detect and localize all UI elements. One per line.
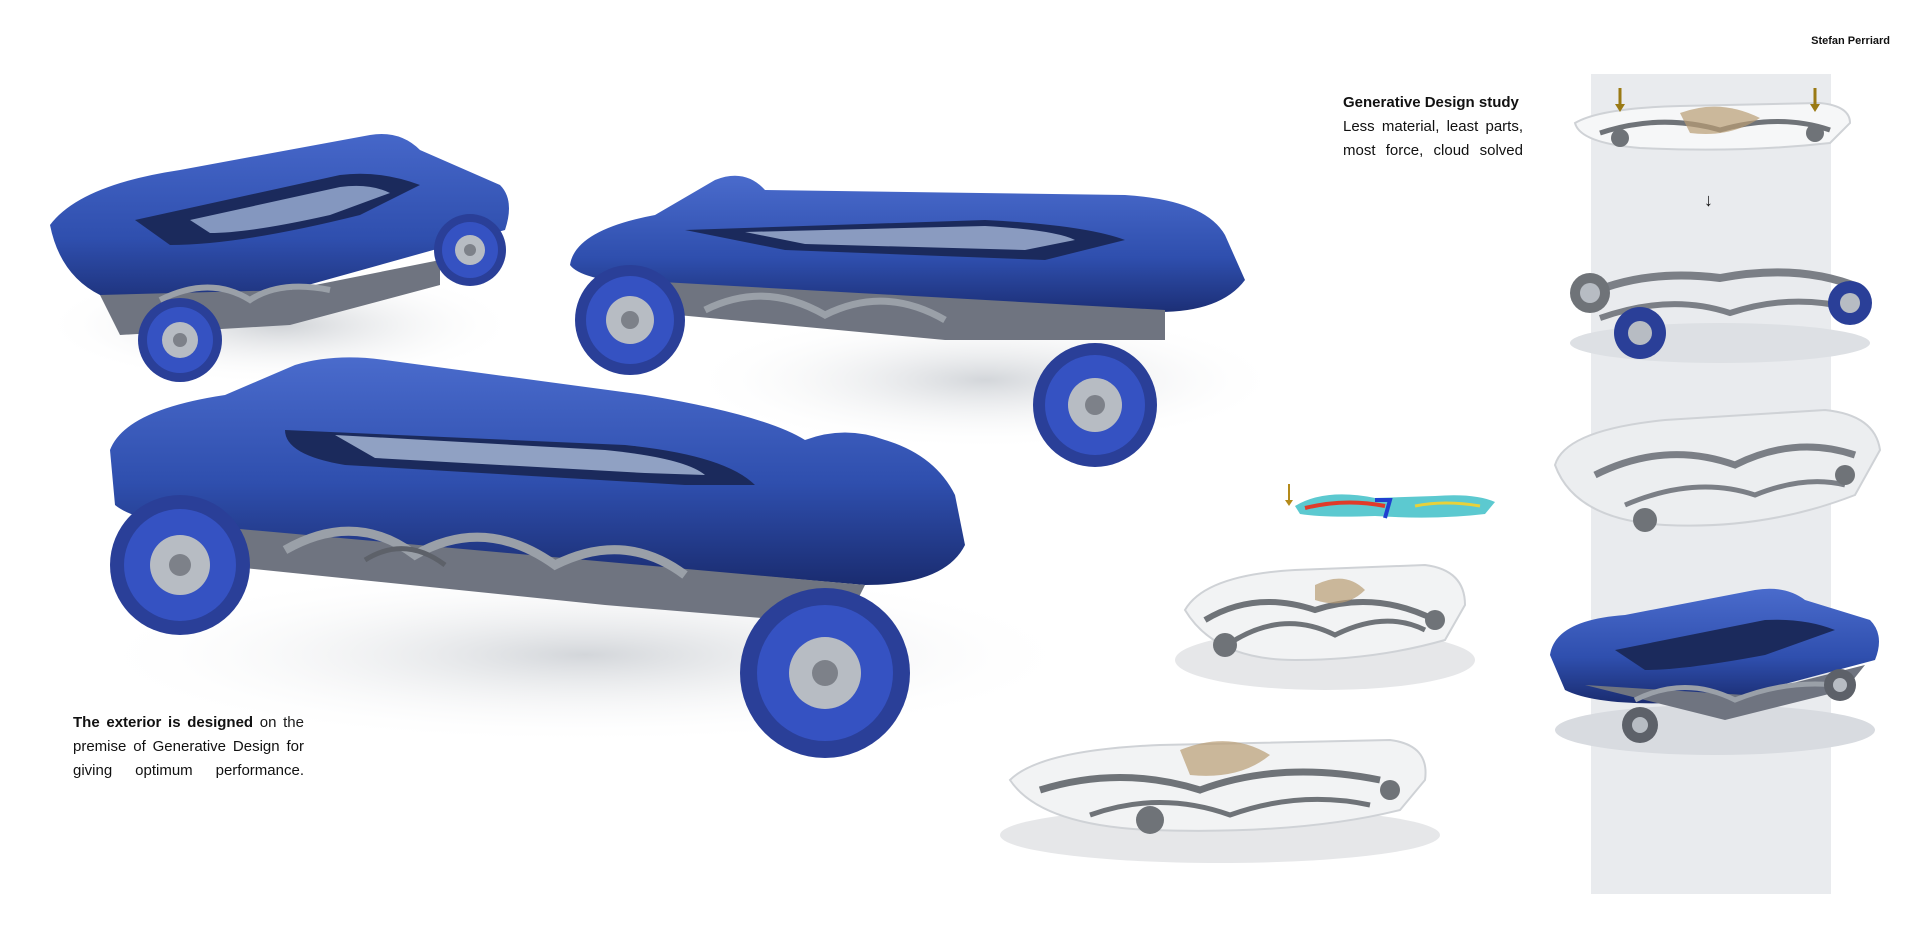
column-ghost-body-illustration xyxy=(1553,408,1882,532)
car-render-top-right-illustration xyxy=(570,175,1285,467)
fea-simulation-render xyxy=(1285,478,1505,528)
column-render-loads xyxy=(1560,88,1860,158)
author-name: Stefan Perriard xyxy=(1811,35,1890,47)
chassis-render-ghost-2 xyxy=(1000,720,1440,863)
column-final-car-illustration xyxy=(1550,588,1879,755)
car-render-main xyxy=(85,355,1095,775)
chassis-ghost-1-illustration xyxy=(1175,563,1475,690)
column-render-chassis-wheels xyxy=(1560,248,1880,368)
chassis-ghost-2-illustration xyxy=(1000,738,1440,863)
column-render-final-car xyxy=(1545,580,1885,760)
car-render-top-left xyxy=(40,125,520,395)
column-loads-illustration xyxy=(1573,88,1852,151)
exterior-description: The exterior is designed on the premise … xyxy=(73,711,304,783)
exterior-bold: The exterior is designed xyxy=(73,714,254,731)
study-title: Generative Design study xyxy=(1343,94,1519,111)
car-render-main-illustration xyxy=(85,357,1085,758)
study-line-2: most force, cloud solved xyxy=(1343,142,1523,159)
column-chassis-wheels-illustration xyxy=(1570,268,1872,363)
car-render-top-left-illustration xyxy=(40,134,520,385)
study-line-1: Less material, least parts, xyxy=(1343,118,1523,135)
generative-design-study-text: Generative Design study Less material, l… xyxy=(1343,91,1523,163)
exterior-line-2: premise of Generative Design for xyxy=(73,738,304,755)
exterior-line-3: giving optimum performance. xyxy=(73,762,304,779)
car-render-top-right xyxy=(565,170,1285,470)
arrow-down-icon: ↓ xyxy=(1704,190,1713,210)
fea-simulation-illustration xyxy=(1285,484,1495,519)
column-render-ghost-body xyxy=(1545,395,1885,545)
chassis-render-ghost-1 xyxy=(1175,550,1475,690)
